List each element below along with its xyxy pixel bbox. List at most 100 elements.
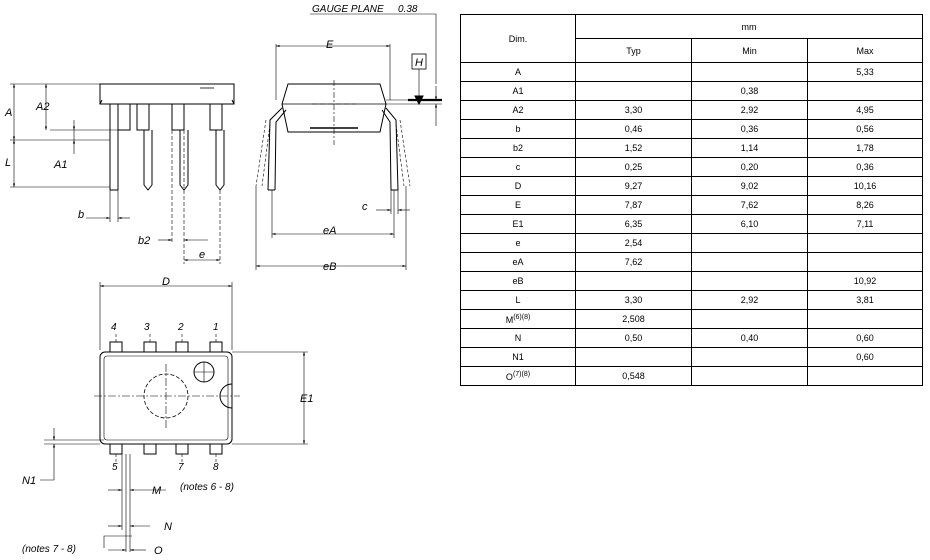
dim-symbol: L bbox=[515, 295, 521, 305]
min-cell bbox=[691, 271, 808, 291]
subheader-min: Min bbox=[691, 38, 808, 63]
max-cell: 7,11 bbox=[806, 214, 924, 234]
dim-label-a: A bbox=[4, 107, 12, 119]
min-cell bbox=[691, 347, 808, 367]
dim-note-ref: (7)(8) bbox=[512, 370, 531, 378]
dim-label-a2: A2 bbox=[35, 101, 49, 113]
dim-cell: e bbox=[460, 233, 576, 253]
pin-label: 7 bbox=[178, 462, 184, 473]
subheader-typ: Typ bbox=[575, 38, 692, 63]
table-row: eA 7,62 bbox=[460, 252, 924, 272]
min-cell bbox=[691, 233, 808, 253]
dim-label-eb: eB bbox=[323, 261, 336, 273]
typ-cell: 0,50 bbox=[575, 328, 692, 348]
max-cell bbox=[806, 252, 924, 272]
dim-symbol: E bbox=[514, 200, 521, 210]
max-cell: 5,33 bbox=[806, 62, 924, 82]
typ-cell bbox=[575, 81, 692, 101]
dim-label-m: M bbox=[152, 485, 162, 497]
dim-label-b: b bbox=[78, 209, 84, 221]
max-cell bbox=[806, 309, 924, 329]
table-row: A 5,33 bbox=[460, 62, 924, 82]
min-cell: 0,20 bbox=[691, 157, 808, 177]
pin-label: 1 bbox=[213, 322, 219, 333]
typ-cell: 7,62 bbox=[575, 252, 692, 272]
max-cell: 8,26 bbox=[806, 195, 924, 215]
max-cell: 0,60 bbox=[806, 347, 924, 367]
dim-label-d: D bbox=[162, 276, 170, 288]
typ-cell: 2,508 bbox=[575, 309, 692, 329]
dim-symbol: O bbox=[505, 371, 513, 382]
dim-symbol: eA bbox=[512, 257, 524, 267]
typ-cell bbox=[575, 271, 692, 291]
typ-cell: 0,46 bbox=[575, 119, 692, 139]
notes-7-8: (notes 7 - 8) bbox=[22, 544, 76, 555]
min-cell bbox=[691, 309, 808, 329]
dim-symbol: c bbox=[515, 162, 521, 172]
dim-cell: D bbox=[460, 176, 576, 196]
min-cell: 2,92 bbox=[691, 100, 808, 120]
min-cell: 7,62 bbox=[691, 195, 808, 215]
min-cell: 0,36 bbox=[691, 119, 808, 139]
typ-cell: 2,54 bbox=[575, 233, 692, 253]
dim-cell: A2 bbox=[460, 100, 576, 120]
subheader-max: Max bbox=[806, 38, 924, 63]
max-cell bbox=[806, 81, 924, 101]
typ-cell: 6,35 bbox=[575, 214, 692, 234]
dim-cell: A1 bbox=[460, 81, 576, 101]
package-outline-drawing: GAUGE PLANE 0.38 A A2 L A1 b b2 e E H c … bbox=[4, 4, 442, 557]
dim-cell: E bbox=[460, 195, 576, 215]
dim-label-e: e bbox=[199, 249, 205, 261]
dim-label-l: L bbox=[5, 157, 11, 169]
top-view bbox=[40, 282, 308, 552]
dim-symbol: A1 bbox=[512, 86, 524, 96]
dim-symbol: N bbox=[514, 333, 522, 343]
min-cell: 2,92 bbox=[691, 290, 808, 310]
dim-symbol: e bbox=[515, 238, 521, 248]
gauge-plane-value: 0.38 bbox=[398, 4, 418, 15]
min-cell: 0,40 bbox=[691, 328, 808, 348]
end-view bbox=[255, 13, 442, 270]
side-view bbox=[10, 83, 235, 264]
dim-cell: E1 bbox=[460, 214, 576, 234]
dim-cell: M(6)(8) bbox=[460, 309, 576, 329]
typ-cell bbox=[575, 347, 692, 367]
typ-cell: 0,548 bbox=[575, 366, 692, 386]
dim-label-e-width: E bbox=[326, 39, 334, 51]
table-row: O(7)(8)0,548 bbox=[460, 366, 924, 386]
table-row: e 2,54 bbox=[460, 233, 924, 253]
dim-cell: eA bbox=[460, 252, 576, 272]
header-unit: mm bbox=[574, 14, 924, 39]
dim-label-e1: E1 bbox=[300, 393, 313, 405]
typ-cell bbox=[575, 62, 692, 82]
gauge-plane-label: GAUGE PLANE bbox=[312, 4, 384, 15]
notes-6-8: (notes 6 - 8) bbox=[180, 482, 234, 493]
dim-label-a1: A1 bbox=[53, 159, 67, 171]
pin-label: 4 bbox=[111, 322, 117, 333]
typ-cell: 3,30 bbox=[575, 100, 692, 120]
typ-cell: 3,30 bbox=[575, 290, 692, 310]
dim-symbol: M bbox=[505, 314, 514, 325]
typ-cell: 9,27 bbox=[575, 176, 692, 196]
dim-symbol: b2 bbox=[512, 143, 523, 153]
dim-symbol: eB bbox=[512, 276, 524, 286]
dim-cell: O(7)(8) bbox=[460, 366, 576, 386]
dim-cell: b bbox=[460, 119, 576, 139]
typ-cell: 1,52 bbox=[575, 138, 692, 158]
pin-label: 5 bbox=[112, 462, 118, 473]
dim-cell: A bbox=[460, 62, 576, 82]
max-cell: 3,81 bbox=[806, 290, 924, 310]
min-cell bbox=[691, 252, 808, 272]
typ-cell: 0,25 bbox=[575, 157, 692, 177]
min-cell bbox=[691, 366, 808, 386]
